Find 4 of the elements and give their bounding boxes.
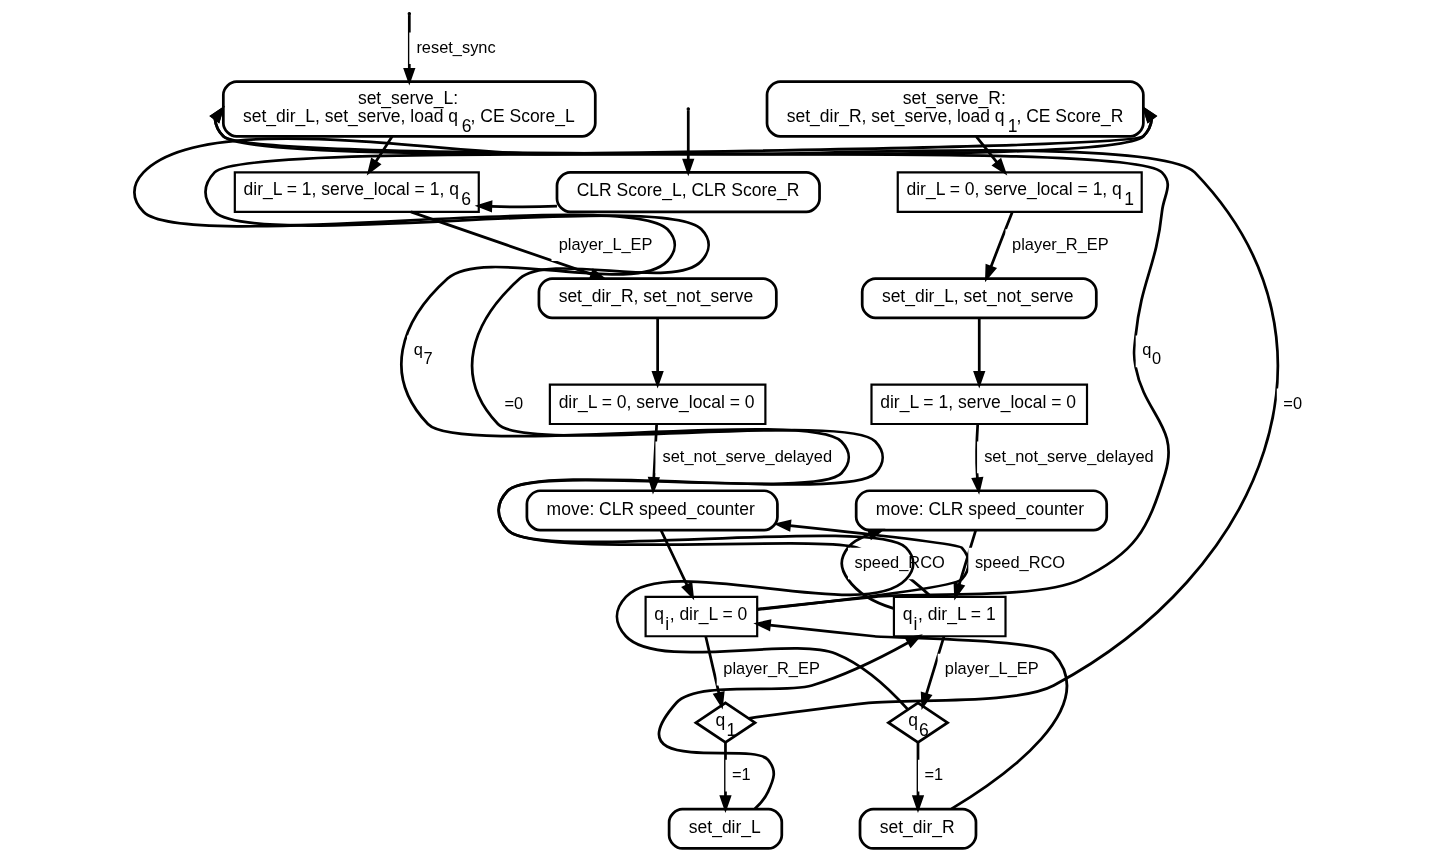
edge-label: =1: [924, 765, 943, 784]
edge-label: reset_sync: [415, 37, 496, 56]
edge-label: =0: [1282, 393, 1302, 412]
edge-label: =1: [731, 765, 751, 784]
